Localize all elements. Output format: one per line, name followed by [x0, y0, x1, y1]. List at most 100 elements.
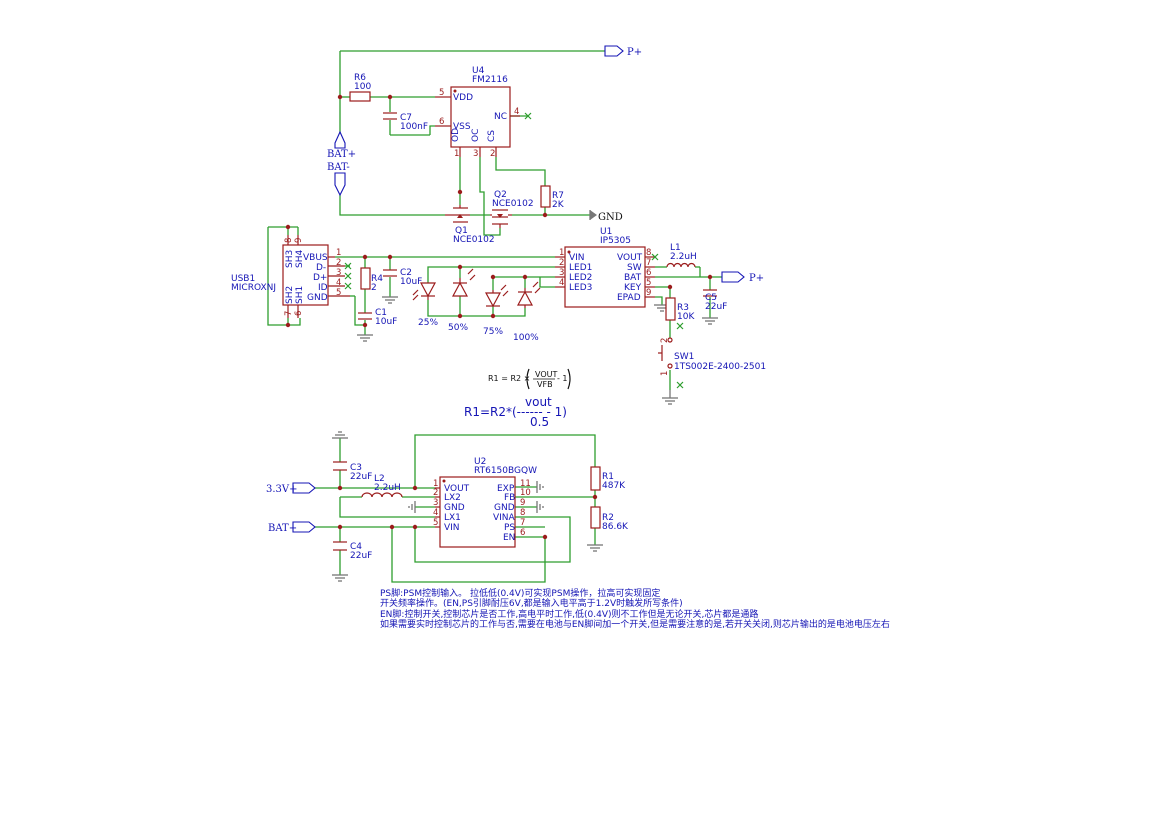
usb1-pin-num-1: 1	[336, 248, 341, 258]
switch-sw1: 2 1 SW1 1TS002E-2400-2501	[658, 337, 766, 376]
u1-ref: U1	[600, 227, 612, 237]
u1-pin-led3: LED3	[569, 283, 592, 293]
u2-pin-exp: EXP	[497, 484, 515, 494]
led-50: 50%	[448, 268, 476, 333]
connector-usb1: VBUS D- D+ ID GND 1 2 3 4 5 SH3 SH4 SH2 …	[231, 235, 350, 318]
u1-pin-key: KEY	[624, 283, 642, 293]
net-port-bat-plus-bottom: BAT+	[268, 521, 316, 534]
u1-pin-sw: SW	[627, 263, 642, 273]
gnd-symbol-top: GND	[589, 210, 623, 223]
no-connects-usb1	[344, 262, 352, 290]
u1-pin-num-5: 5	[646, 278, 651, 288]
u1-pin-epad: EPAD	[617, 293, 641, 303]
design-notes: PS脚:PSM控制输入。 拉低低(0.4V)可实现PSM操作，拉高可实现固定 开…	[380, 587, 890, 630]
u2-pin-num-1: 1	[433, 479, 438, 489]
usb1-pin-num-9: 9	[294, 238, 304, 243]
inductor-l1: L1 2.2uH	[666, 243, 697, 268]
gnd-symbols-bottom	[332, 431, 603, 582]
u2-pin-num-3: 3	[433, 498, 438, 508]
mosfet-q1: Q1 NCE0102	[445, 205, 495, 245]
net-port-3v3: 3.3V+	[266, 482, 316, 495]
capacitor-c4: C4 22uF	[333, 541, 372, 561]
no-connect-u1-vout	[651, 253, 659, 261]
usb1-pin-gnd: GND	[307, 293, 328, 303]
l2-value: 2.2uH	[374, 483, 401, 493]
u4-pin-num-5: 5	[439, 88, 444, 98]
net-port-bat-plus: BAT+	[327, 130, 356, 160]
u1-pin-num-8: 8	[646, 248, 651, 258]
u2-pin-num-9: 9	[520, 498, 525, 508]
u1-pin-vout: VOUT	[617, 253, 643, 263]
junctions-bottom	[337, 485, 598, 540]
u2-pin-fb: FB	[504, 493, 515, 503]
formula-small-num: VOUT	[535, 370, 557, 379]
ic-u1-ip5305: U1 IP5305 VIN LED1 LED2 LED3 VOUT SW BAT…	[555, 227, 655, 308]
usb1-sh4: SH4	[295, 250, 305, 268]
u1-pin-num-4: 4	[559, 278, 564, 288]
u2-pin-num-11: 11	[520, 479, 531, 489]
c4-value: 22uF	[350, 551, 372, 561]
u1-pin-num-9: 9	[646, 288, 651, 298]
u1-pin-num-2: 2	[559, 258, 564, 268]
junctions-top	[337, 94, 548, 218]
u2-pin-num-5: 5	[433, 518, 438, 528]
net-label-bat-minus: BAT-	[327, 162, 350, 173]
led-label-100: 100%	[513, 333, 539, 343]
resistor-r6: R6 100	[349, 73, 371, 102]
u2-pin-en: EN	[503, 533, 515, 543]
formula-big-line2: R1=R2*(------ - 1)	[464, 405, 567, 419]
sw1-pin-num-1: 1	[660, 371, 670, 376]
u1-pin-num-1: 1	[559, 248, 564, 258]
u4-value: FM2116	[472, 75, 508, 85]
usb1-pin-num-8: 8	[284, 238, 294, 243]
c2-value: 10uF	[400, 277, 422, 287]
resistor-r2: R2 86.6K	[590, 506, 629, 532]
q1-ref: Q1	[455, 226, 468, 236]
q1-value: NCE0102	[453, 235, 495, 245]
usb1-pin-vbus: VBUS	[303, 253, 328, 263]
net-port-p-plus-right: P+	[721, 271, 764, 284]
r6-value: 100	[354, 82, 371, 92]
usb1-pin-num-3: 3	[336, 268, 341, 278]
u4-pin-num-4: 4	[514, 107, 519, 117]
u2-value: RT6150BGQW	[474, 466, 537, 476]
u2-pin-num-7: 7	[520, 518, 525, 528]
u2-pin-num-2: 2	[433, 488, 438, 498]
c2-ref: C2	[400, 268, 412, 278]
no-connect-u4-nc	[524, 112, 532, 120]
u1-pin-bat: BAT	[624, 273, 642, 283]
u4-pin-num-3: 3	[473, 149, 478, 159]
wires-boost	[315, 434, 596, 583]
formula-small: R1 = R2 × VOUT VFB - 1	[488, 368, 571, 390]
u4-pin-vss: VSS	[453, 122, 471, 132]
wires-charger	[267, 226, 722, 390]
c4-ref: C4	[350, 542, 362, 552]
sw1-ref: SW1	[674, 352, 694, 362]
note-line-1: PS脚:PSM控制输入。 拉低低(0.4V)可实现PSM操作，拉高可实现固定	[380, 587, 660, 599]
note-line-2: 开关频率操作。(EN,PS引脚耐压6V,都是输入电平高于1.2V时触发所写条件)	[380, 597, 683, 609]
u1-pin-led1: LED1	[569, 263, 592, 273]
c1-ref: C1	[375, 308, 387, 318]
r4-value: 2	[371, 283, 377, 293]
u2-pin-num-8: 8	[520, 508, 525, 518]
led-75: 75%	[483, 284, 509, 337]
c1-value: 10uF	[375, 317, 397, 327]
usb1-pin-id: ID	[318, 283, 328, 293]
r1-value: 487K	[602, 481, 626, 491]
usb1-value: MICROXNJ	[231, 283, 276, 293]
c5-ref: C5	[705, 293, 717, 303]
gnd-symbols-middle	[357, 296, 718, 405]
formula-small-den: VFB	[537, 380, 553, 389]
u4-pin-cs: CS	[487, 130, 497, 142]
formula-big-line3: 0.5	[530, 415, 549, 429]
net-label-gnd: GND	[598, 212, 623, 223]
c5-value: 22uF	[705, 302, 727, 312]
r7-value: 2K	[552, 200, 565, 210]
u4-pin-od: OD	[451, 128, 461, 142]
r1-ref: R1	[602, 472, 614, 482]
net-label-bat-plus-bottom: BAT+	[268, 523, 297, 534]
u2-pin-lx1: LX1	[444, 513, 461, 523]
u1-pin-num-7: 7	[646, 258, 651, 268]
formula-big-line1: vout	[525, 395, 552, 409]
